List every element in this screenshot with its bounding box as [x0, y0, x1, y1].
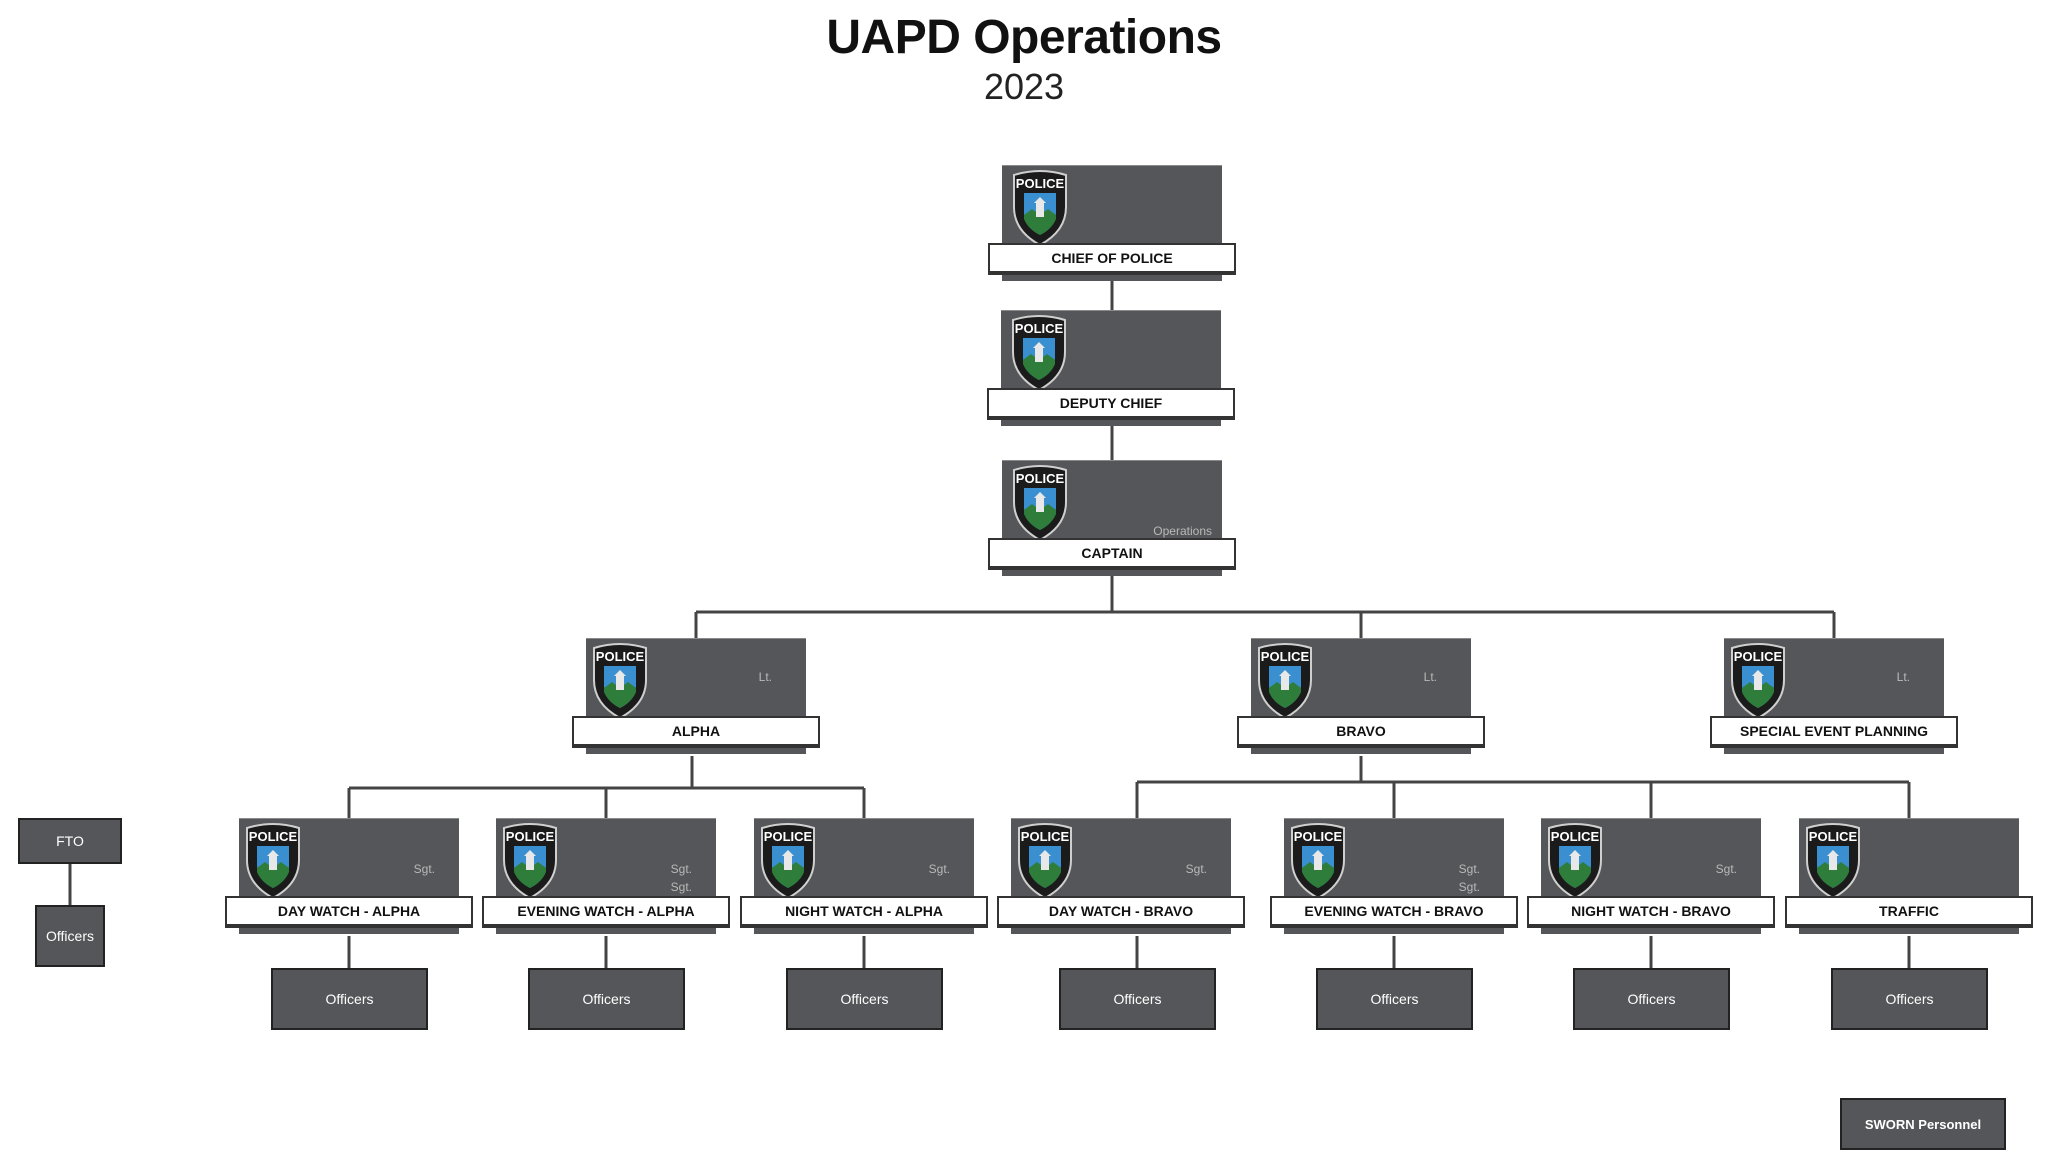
- node-role: Sgt.: [1185, 862, 1207, 876]
- node-role: Sgt. Sgt.: [1458, 862, 1480, 894]
- police-badge-icon: [1291, 823, 1345, 899]
- legend-sworn-personnel: SWORN Personnel: [1840, 1098, 2006, 1150]
- node-label: NIGHT WATCH - ALPHA: [740, 896, 988, 926]
- police-badge-icon: [246, 823, 300, 899]
- police-badge-icon: [503, 823, 557, 899]
- node-role: Operations: [1153, 524, 1212, 538]
- node-label: BRAVO: [1237, 716, 1485, 746]
- police-badge-icon: [1018, 823, 1072, 899]
- node-label: DAY WATCH - BRAVO: [997, 896, 1245, 926]
- police-badge-icon: [1731, 643, 1785, 719]
- node-label: ALPHA: [572, 716, 820, 746]
- police-badge-icon: [1012, 315, 1066, 391]
- officers-box-night-bravo: Officers: [1573, 968, 1730, 1030]
- police-badge-icon: [1548, 823, 1602, 899]
- officers-box-day-alpha: Officers: [271, 968, 428, 1030]
- node-label: CHIEF OF POLICE: [988, 243, 1236, 273]
- officers-box-evening-bravo: Officers: [1316, 968, 1473, 1030]
- node-label: DAY WATCH - ALPHA: [225, 896, 473, 926]
- node-role: Lt.: [758, 670, 772, 684]
- node-role: Sgt. Sgt.: [670, 862, 692, 894]
- officers-box-night-alpha: Officers: [786, 968, 943, 1030]
- officers-box-day-bravo: Officers: [1059, 968, 1216, 1030]
- chart-subtitle: 2023: [983, 66, 1065, 107]
- officers-box-evening-alpha: Officers: [528, 968, 685, 1030]
- node-label: DEPUTY CHIEF: [987, 388, 1235, 418]
- node-label: CAPTAIN: [988, 538, 1236, 568]
- police-badge-icon: [1806, 823, 1860, 899]
- node-label: NIGHT WATCH - BRAVO: [1527, 896, 1775, 926]
- node-role: Sgt.: [413, 862, 435, 876]
- fto-box: FTO: [18, 818, 122, 864]
- node-role: Lt.: [1423, 670, 1437, 684]
- police-badge-icon: [1258, 643, 1312, 719]
- node-role: Sgt.: [928, 862, 950, 876]
- chart-title: UAPD Operations: [826, 11, 1222, 64]
- node-label: EVENING WATCH - BRAVO: [1270, 896, 1518, 926]
- node-label: EVENING WATCH - ALPHA: [482, 896, 730, 926]
- police-badge-icon: [1013, 465, 1067, 541]
- node-label: TRAFFIC: [1785, 896, 2033, 926]
- node-role: Sgt.: [1715, 862, 1737, 876]
- officers-box-traffic: Officers: [1831, 968, 1988, 1030]
- node-label: SPECIAL EVENT PLANNING: [1710, 716, 1958, 746]
- police-badge-icon: [593, 643, 647, 719]
- fto-officers-box: Officers: [35, 905, 105, 967]
- police-badge-icon: [761, 823, 815, 899]
- node-role: Lt.: [1896, 670, 1910, 684]
- police-badge-icon: [1013, 170, 1067, 246]
